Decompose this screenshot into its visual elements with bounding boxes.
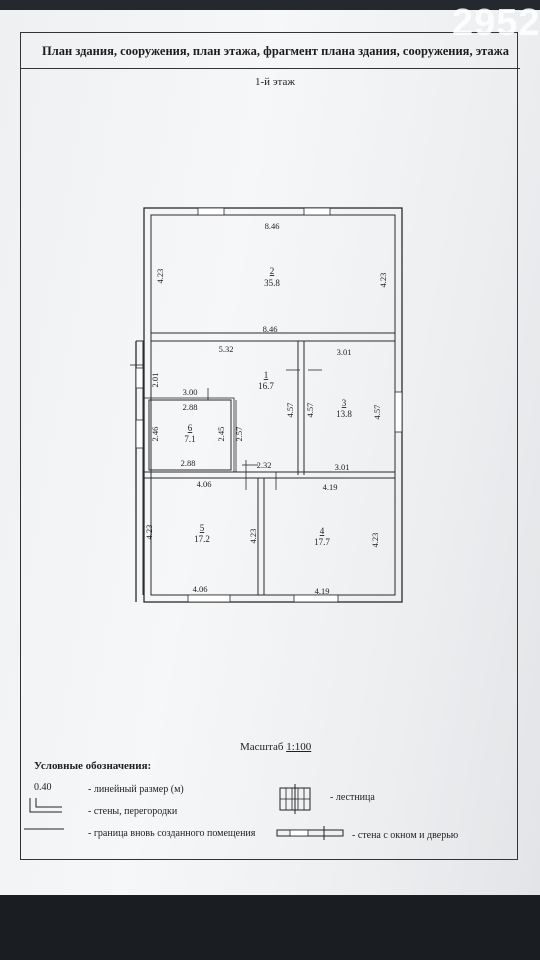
header-divider bbox=[20, 68, 520, 69]
scale-text: Масштаб bbox=[240, 741, 284, 753]
room-number: 4 bbox=[320, 526, 325, 536]
dimension-labels: 8.46 8.46 5.32 3.01 3.00 2.88 2.88 2.32 … bbox=[144, 221, 388, 596]
dim-label: 5.32 bbox=[219, 344, 234, 354]
dim-label: 3.01 bbox=[335, 462, 350, 472]
dim-label: 8.46 bbox=[263, 324, 278, 334]
dim-label: 2.88 bbox=[181, 458, 196, 468]
dim-label: 4.06 bbox=[197, 479, 212, 489]
room-area: 16.7 bbox=[258, 381, 274, 391]
dim-label: 4.23 bbox=[155, 269, 165, 284]
dim-label: 2.45 bbox=[216, 427, 226, 442]
room-labels: 2 35.8 1 16.7 3 13.8 6 7.1 5 17.2 4 17.7 bbox=[184, 266, 352, 547]
dim-label: 2.57 bbox=[234, 427, 244, 442]
dim-label: 4.23 bbox=[370, 533, 380, 548]
document-frame bbox=[20, 32, 518, 860]
scale-label: Масштаб 1:100 bbox=[240, 741, 311, 753]
dim-label: 4.06 bbox=[193, 584, 208, 594]
wall-symbol-icon bbox=[29, 798, 62, 813]
stairs-icon bbox=[279, 784, 311, 814]
dim-label: 2.32 bbox=[257, 460, 272, 470]
room-number: 5 bbox=[200, 523, 205, 533]
dim-label: 4.19 bbox=[323, 482, 338, 492]
watermark: 2952 bbox=[452, 2, 540, 44]
dim-label: 4.57 bbox=[305, 403, 315, 418]
walls bbox=[135, 207, 403, 603]
legend-item-wall-window-door: - стена с окном и дверью bbox=[352, 830, 459, 841]
room-number: 1 bbox=[264, 370, 269, 380]
dim-label: 4.23 bbox=[144, 525, 154, 540]
dim-label: 4.23 bbox=[378, 273, 388, 288]
legend-item-dimension: - линейный размер (м) bbox=[88, 784, 184, 795]
legend-title: Условные обозначения: bbox=[34, 760, 152, 772]
floor-label: 1-й этаж bbox=[255, 76, 295, 88]
document-title: План здания, сооружения, план этажа, фра… bbox=[42, 44, 509, 58]
room-number: 2 bbox=[270, 266, 275, 276]
floor-plan: 2 35.8 1 16.7 3 13.8 6 7.1 5 17.2 4 17.7… bbox=[130, 207, 403, 603]
dim-label: 4.57 bbox=[372, 405, 382, 420]
boundary-line-icon bbox=[24, 828, 64, 830]
dim-label: 4.23 bbox=[248, 529, 258, 544]
room-area: 13.8 bbox=[336, 409, 352, 419]
dim-label: 3.01 bbox=[337, 347, 352, 357]
dim-label: 4.19 bbox=[315, 586, 330, 596]
dim-label: 2.01 bbox=[150, 373, 160, 388]
room-area: 7.1 bbox=[184, 434, 195, 444]
document-sheet bbox=[0, 10, 540, 895]
room-area: 17.7 bbox=[314, 537, 330, 547]
legend-item-walls: - стены, перегородки bbox=[88, 806, 178, 817]
room-area: 17.2 bbox=[194, 534, 210, 544]
legend-item-stairs: - лестница bbox=[330, 792, 375, 803]
dim-label: 2.46 bbox=[150, 427, 160, 442]
dim-label: 2.88 bbox=[183, 402, 198, 412]
wall-window-door-icon bbox=[276, 826, 344, 840]
dim-label: 8.46 bbox=[265, 221, 280, 231]
room-area: 35.8 bbox=[264, 278, 280, 288]
windows bbox=[135, 207, 403, 603]
dim-label: 4.57 bbox=[285, 403, 295, 418]
scale-value: 1:100 bbox=[286, 741, 312, 753]
doors bbox=[130, 364, 322, 490]
dim-label: 3.00 bbox=[183, 387, 198, 397]
room-number: 3 bbox=[342, 398, 347, 408]
legend-dimension-sample: 0.40 bbox=[34, 782, 52, 793]
legend-item-boundary: - граница вновь созданного помещения bbox=[88, 828, 256, 839]
bottom-bar bbox=[0, 888, 540, 960]
room-number: 6 bbox=[188, 423, 193, 433]
